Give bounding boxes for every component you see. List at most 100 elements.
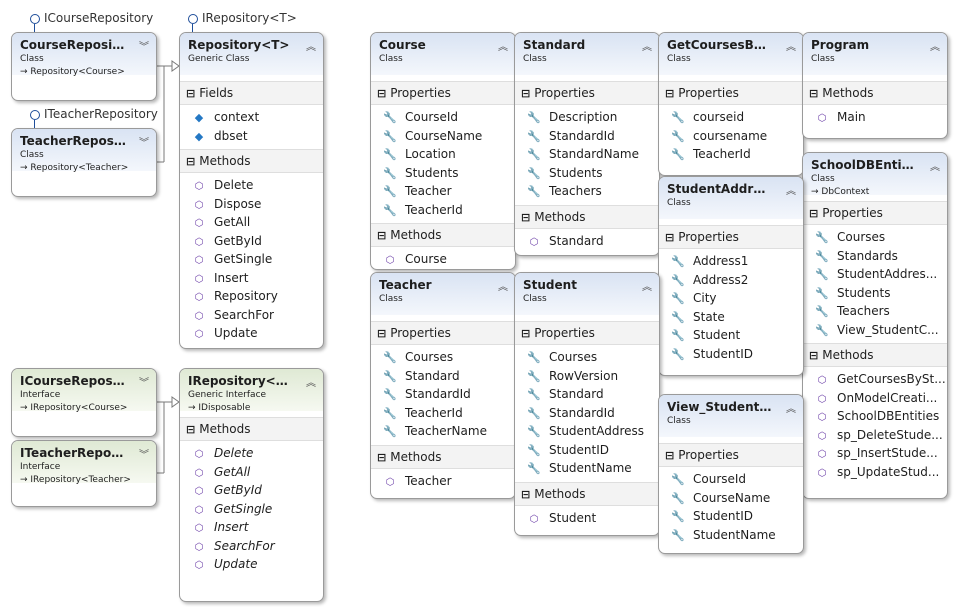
member-row[interactable]: 🔧StandardId [371, 385, 515, 404]
member-row[interactable]: ⬡SchoolDBEntities [803, 407, 947, 426]
section-properties[interactable]: ⊟Properties [515, 81, 659, 105]
member-row[interactable]: ⬡GetById [180, 232, 323, 251]
section-collapse-icon[interactable]: ⊟ [186, 155, 196, 168]
member-row[interactable]: 🔧Address2 [659, 271, 803, 290]
section-methods[interactable]: ⊟Methods [180, 417, 323, 441]
member-row[interactable]: 🔧StandardName [515, 145, 659, 164]
member-row[interactable]: ⬡Student [515, 509, 659, 528]
member-row[interactable]: 🔧Student [659, 326, 803, 345]
member-row[interactable]: 🔧StudentName [515, 459, 659, 478]
section-collapse-icon[interactable]: ⊟ [521, 327, 531, 340]
section-collapse-icon[interactable]: ⊟ [809, 349, 819, 362]
section-collapse-icon[interactable]: ⊟ [377, 450, 387, 464]
section-collapse-icon[interactable]: ⊟ [665, 449, 675, 462]
member-row[interactable]: 🔧CourseId [371, 108, 515, 127]
class-box-icourse-repository[interactable]: ICourseReposito...Interface→ IRepository… [11, 368, 157, 437]
section-collapse-icon[interactable]: ⊟ [186, 423, 196, 436]
class-header[interactable]: Repository<T>Generic Class︽ [180, 33, 323, 75]
member-row[interactable]: 🔧City [659, 289, 803, 308]
member-row[interactable]: 🔧Courses [803, 228, 947, 247]
member-row[interactable]: 🔧Teachers [803, 302, 947, 321]
collapse-toggle-icon[interactable]: ︽ [930, 42, 940, 53]
section-collapse-icon[interactable]: ⊟ [665, 231, 675, 244]
section-methods[interactable]: ⊟Methods [371, 223, 515, 247]
class-box-teacher-repository[interactable]: TeacherReposito...Class→ Repository<Teac… [11, 128, 157, 197]
member-row[interactable]: 🔧Students [515, 164, 659, 183]
member-row[interactable]: 🔧Address1 [659, 252, 803, 271]
class-box-repository[interactable]: Repository<T>Generic Class︽⊟Fields◆conte… [179, 32, 324, 349]
member-row[interactable]: 🔧Standard [371, 367, 515, 386]
member-row[interactable]: ⬡sp_DeleteStude... [803, 426, 947, 445]
member-row[interactable]: ⬡SearchFor [180, 306, 323, 325]
member-row[interactable]: ⬡sp_InsertStude... [803, 444, 947, 463]
member-row[interactable]: ⬡GetAll [180, 213, 323, 232]
expand-toggle-icon[interactable]: ︾ [139, 378, 149, 389]
section-methods[interactable]: ⊟Methods [515, 481, 659, 506]
member-row[interactable]: ◆context [180, 108, 323, 127]
collapse-toggle-icon[interactable]: ︽ [930, 162, 940, 173]
member-row[interactable]: ⬡Standard [515, 232, 659, 251]
member-row[interactable]: 🔧TeacherId [371, 201, 515, 220]
member-row[interactable]: ⬡Repository [180, 287, 323, 306]
member-row[interactable]: 🔧StudentAddress [515, 422, 659, 441]
class-header[interactable]: GetCoursesBySt...Class︽ [659, 33, 803, 75]
member-row[interactable]: 🔧Standard [515, 385, 659, 404]
section-methods[interactable]: ⊟Methods [515, 204, 659, 229]
collapse-toggle-icon[interactable]: ︽ [786, 186, 796, 197]
expand-toggle-icon[interactable]: ︾ [139, 450, 149, 461]
member-row[interactable]: ⬡sp_UpdateStud... [803, 463, 947, 482]
class-box-iteacher-repository[interactable]: ITeacherReposit...Interface→ IRepository… [11, 440, 157, 507]
section-collapse-icon[interactable]: ⊟ [809, 87, 819, 100]
collapse-toggle-icon[interactable]: ︽ [306, 42, 316, 53]
member-row[interactable]: 🔧Teacher [371, 182, 515, 201]
section-collapse-icon[interactable]: ⊟ [521, 87, 531, 100]
member-row[interactable]: ⬡Course [371, 250, 515, 269]
member-row[interactable]: 🔧TeacherId [371, 404, 515, 423]
section-collapse-icon[interactable]: ⊟ [377, 229, 387, 242]
member-row[interactable]: 🔧StudentID [515, 441, 659, 460]
member-row[interactable]: ⬡Dispose [180, 195, 323, 214]
section-collapse-icon[interactable]: ⊟ [665, 87, 675, 100]
member-row[interactable]: 🔧StudentName [659, 526, 803, 545]
member-row[interactable]: 🔧Standards [803, 247, 947, 266]
member-row[interactable]: 🔧State [659, 308, 803, 327]
class-box-irepository[interactable]: IRepository<T>Generic Interface→ IDispos… [179, 368, 324, 602]
member-row[interactable]: 🔧View_StudentC... [803, 321, 947, 340]
section-properties[interactable]: ⊟Properties [803, 201, 947, 225]
class-header[interactable]: ICourseReposito...Interface→ IRepository… [12, 369, 156, 413]
member-row[interactable]: ⬡Insert [180, 518, 323, 537]
member-row[interactable]: 🔧StandardId [515, 127, 659, 146]
collapse-toggle-icon[interactable]: ︽ [498, 42, 508, 53]
class-box-view-student-course[interactable]: View_StudentCo...Class︽⊟Properties🔧Cours… [658, 394, 804, 554]
member-row[interactable]: ⬡SearchFor [180, 537, 323, 556]
collapse-toggle-icon[interactable]: ︽ [642, 282, 652, 293]
member-row[interactable]: 🔧StudentID [659, 507, 803, 526]
member-row[interactable]: ⬡Delete [180, 176, 323, 195]
member-row[interactable]: 🔧StandardId [515, 404, 659, 423]
class-header[interactable]: View_StudentCo...Class︽ [659, 395, 803, 437]
collapse-toggle-icon[interactable]: ︽ [498, 282, 508, 293]
class-header[interactable]: IRepository<T>Generic Interface→ IDispos… [180, 369, 323, 413]
section-collapse-icon[interactable]: ⊟ [809, 207, 819, 220]
member-row[interactable]: ⬡Update [180, 555, 323, 574]
section-collapse-icon[interactable]: ⊟ [521, 210, 531, 224]
member-row[interactable]: 🔧Courses [515, 348, 659, 367]
expand-toggle-icon[interactable]: ︾ [139, 138, 149, 149]
member-row[interactable]: ⬡GetSingle [180, 250, 323, 269]
member-row[interactable]: 🔧Teachers [515, 182, 659, 201]
member-row[interactable]: ⬡Update [180, 324, 323, 343]
class-header[interactable]: ITeacherReposit...Interface→ IRepository… [12, 441, 156, 485]
member-row[interactable]: ⬡GetAll [180, 463, 323, 482]
section-methods[interactable]: ⊟Methods [803, 343, 947, 367]
member-row[interactable]: 🔧Description [515, 108, 659, 127]
member-row[interactable]: 🔧courseid [659, 108, 803, 127]
